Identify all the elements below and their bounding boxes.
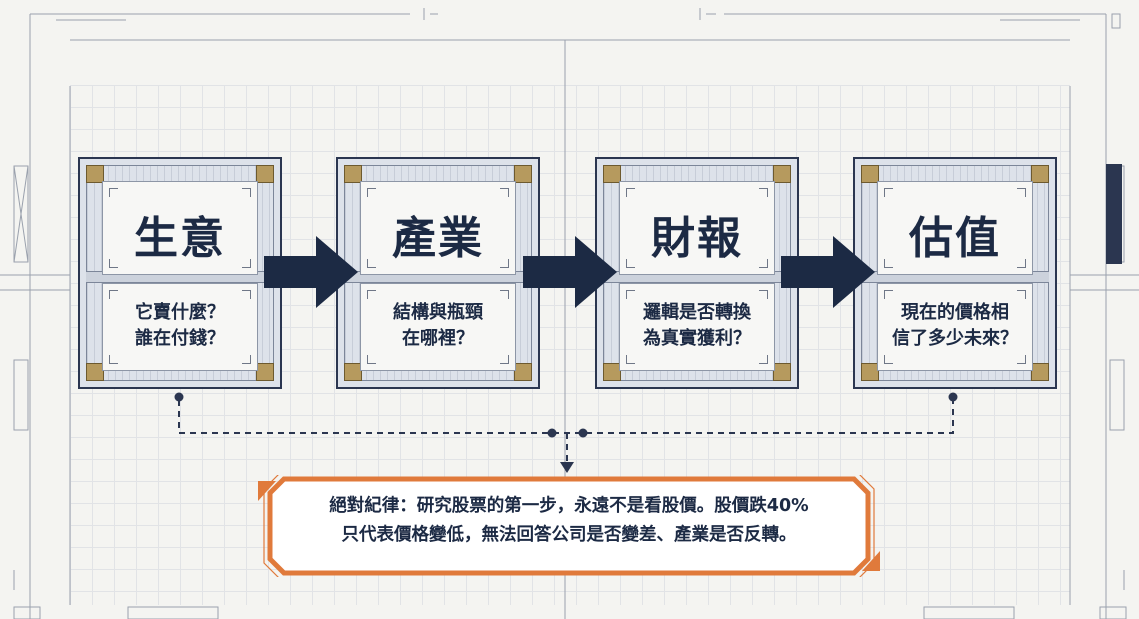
- corner-plate: [1031, 165, 1049, 183]
- stage-title: 生意: [134, 213, 226, 264]
- note-frame: [258, 475, 880, 577]
- corner-plate: [514, 363, 532, 381]
- stage-question-panel: 現在的價格相 信了多少未來？: [877, 283, 1033, 371]
- stage-question: 邏輯是否轉換 為真實獲利？: [620, 300, 774, 352]
- note-line: 只代表價格變低，無法回答公司是否變差、產業是否反轉。: [341, 525, 797, 545]
- stage-card-valuation: 估值 現在的價格相 信了多少未來？: [853, 157, 1057, 389]
- stage-title-panel: 財報: [619, 181, 775, 275]
- stage-title-panel: 生意: [102, 181, 258, 275]
- corner-plate: [773, 165, 791, 183]
- corner-plate: [256, 165, 274, 183]
- stage-card-financials: 財報 邏輯是否轉換 為真實獲利？: [595, 157, 799, 389]
- question-line: 為真實獲利？: [643, 328, 751, 349]
- corner-plate: [773, 363, 791, 381]
- flow-arrow-icon: [523, 236, 617, 308]
- question-line: 現在的價格相: [901, 302, 1009, 323]
- stage-title: 財報: [651, 213, 743, 264]
- question-line: 信了多少未來？: [892, 328, 1018, 349]
- corner-plate: [1031, 363, 1049, 381]
- discipline-note: 絕對紀律：研究股票的第一步，永遠不是看股價。股價跌40% 只代表價格變低，無法回…: [258, 475, 880, 577]
- stage-card-business: 生意 它賣什麼？ 誰在付錢？: [78, 157, 282, 389]
- corner-plate: [861, 165, 879, 183]
- corner-plate: [514, 165, 532, 183]
- question-line: 結構與瓶頸: [393, 302, 483, 323]
- stage-title-panel: 估值: [877, 181, 1033, 275]
- question-line: 它賣什麼？: [135, 302, 225, 323]
- corner-plate: [603, 165, 621, 183]
- corner-plate: [344, 363, 362, 381]
- note-line: 絕對紀律：研究股票的第一步，永遠不是看股價。股價跌40%: [329, 496, 809, 516]
- stage-question: 結構與瓶頸 在哪裡？: [361, 300, 515, 352]
- stage-question: 現在的價格相 信了多少未來？: [878, 300, 1032, 352]
- flow-arrow-icon: [781, 236, 875, 308]
- stage-question: 它賣什麼？ 誰在付錢？: [103, 300, 257, 352]
- question-line: 在哪裡？: [402, 328, 474, 349]
- corner-plate: [861, 363, 879, 381]
- stage-title: 產業: [392, 213, 484, 264]
- stage-question-panel: 結構與瓶頸 在哪裡？: [360, 283, 516, 371]
- note-text: 絕對紀律：研究股票的第一步，永遠不是看股價。股價跌40% 只代表價格變低，無法回…: [258, 492, 880, 550]
- stage-title: 估值: [909, 213, 1001, 264]
- question-line: 邏輯是否轉換: [643, 302, 751, 323]
- corner-plate: [256, 363, 274, 381]
- flow-arrow-icon: [264, 236, 358, 308]
- stage-question-panel: 邏輯是否轉換 為真實獲利？: [619, 283, 775, 371]
- corner-plate: [86, 165, 104, 183]
- corner-plate: [603, 363, 621, 381]
- corner-plate: [344, 165, 362, 183]
- question-line: 誰在付錢？: [135, 328, 225, 349]
- stage-card-industry: 產業 結構與瓶頸 在哪裡？: [336, 157, 540, 389]
- stage-question-panel: 它賣什麼？ 誰在付錢？: [102, 283, 258, 371]
- stage-title-panel: 產業: [360, 181, 516, 275]
- corner-plate: [86, 363, 104, 381]
